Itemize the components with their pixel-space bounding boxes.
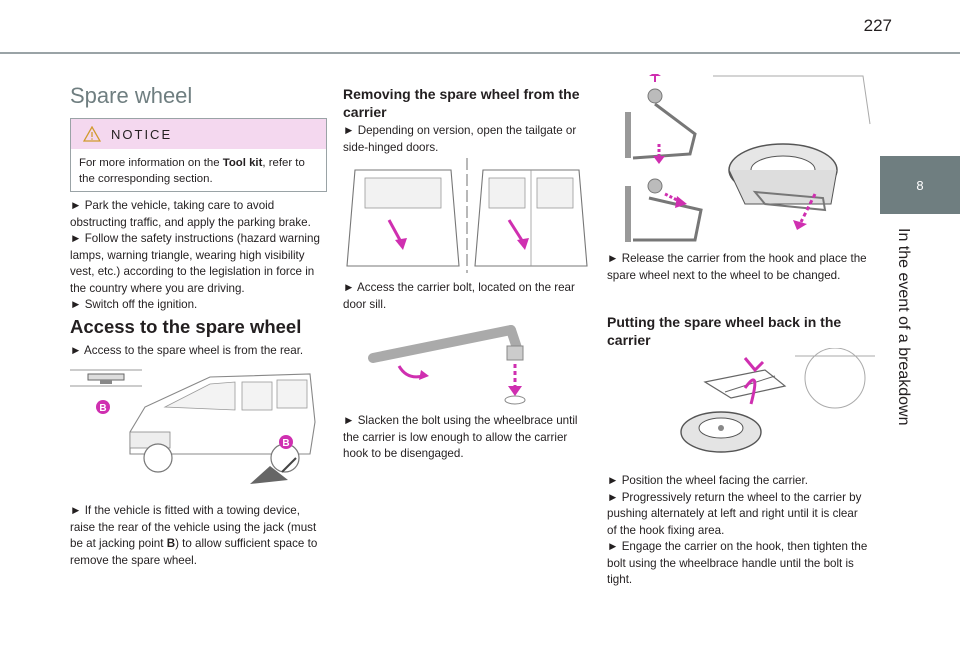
notice-text: For more information on the Tool kit, re… xyxy=(79,157,305,185)
removing-step-1: ► Depending on version, open the tailgat… xyxy=(343,124,577,154)
chapter-tab[interactable]: 8 xyxy=(880,156,960,214)
step-item: ► Switch off the ignition. xyxy=(70,298,198,311)
step-item: ► Progressively return the wheel to the … xyxy=(607,490,862,537)
page-title: Spare wheel xyxy=(70,83,193,108)
section-heading-access: Access to the spare wheel xyxy=(70,316,302,337)
jacking-point-label: B xyxy=(282,438,289,449)
release-text: ► Release the carrier from the hook and … xyxy=(607,252,867,282)
notice-label: NOTICE xyxy=(111,126,173,142)
access-text: ► Access to the spare wheel is from the … xyxy=(70,344,304,357)
wheelbrace-illustration xyxy=(368,325,526,405)
jacking-point-marker xyxy=(279,435,293,449)
removing-step-3: ► Slacken the bolt using the wheelbrace … xyxy=(343,414,578,460)
putting-back-steps: ► Position the wheel facing the carrier.… xyxy=(607,473,869,589)
notice-box: NOTICE For more information on the Tool … xyxy=(70,118,327,192)
tailgate-doors-illustration xyxy=(346,158,588,273)
section-heading-putting-back: Putting the spare wheel back in the carr… xyxy=(607,314,842,348)
notice-header: NOTICE xyxy=(71,119,326,149)
removing-step-2: ► Access the carrier bolt, located on th… xyxy=(343,281,575,311)
section-heading-removing: Removing the spare wheel from the carrie… xyxy=(343,86,580,120)
jacking-point-marker xyxy=(96,400,110,414)
carrier-release-illustration xyxy=(615,74,871,242)
notice-link-tool-kit: Tool kit xyxy=(222,157,263,169)
warning-triangle-icon xyxy=(83,126,101,142)
page-number: 227 xyxy=(863,16,892,35)
header-rule xyxy=(0,52,960,54)
towing-text: ► If the vehicle is fitted with a towing… xyxy=(70,504,318,567)
step-item: ► Position the wheel facing the carrier. xyxy=(607,474,808,487)
chapter-title-vertical: In the event of a breakdown xyxy=(883,228,923,448)
wheel-return-illustration xyxy=(680,348,875,453)
jacking-point-label: B xyxy=(99,403,106,414)
step-item: ► Follow the safety instructions (hazard… xyxy=(70,232,320,295)
van-jacking-illustration: B B xyxy=(70,369,316,484)
step-list: ► Park the vehicle, taking care to avoid… xyxy=(70,198,328,314)
step-item: ► Park the vehicle, taking care to avoid… xyxy=(70,199,311,229)
chapter-title: In the event of a breakdown xyxy=(895,228,912,426)
step-item: ► Engage the carrier on the hook, then t… xyxy=(607,540,868,586)
